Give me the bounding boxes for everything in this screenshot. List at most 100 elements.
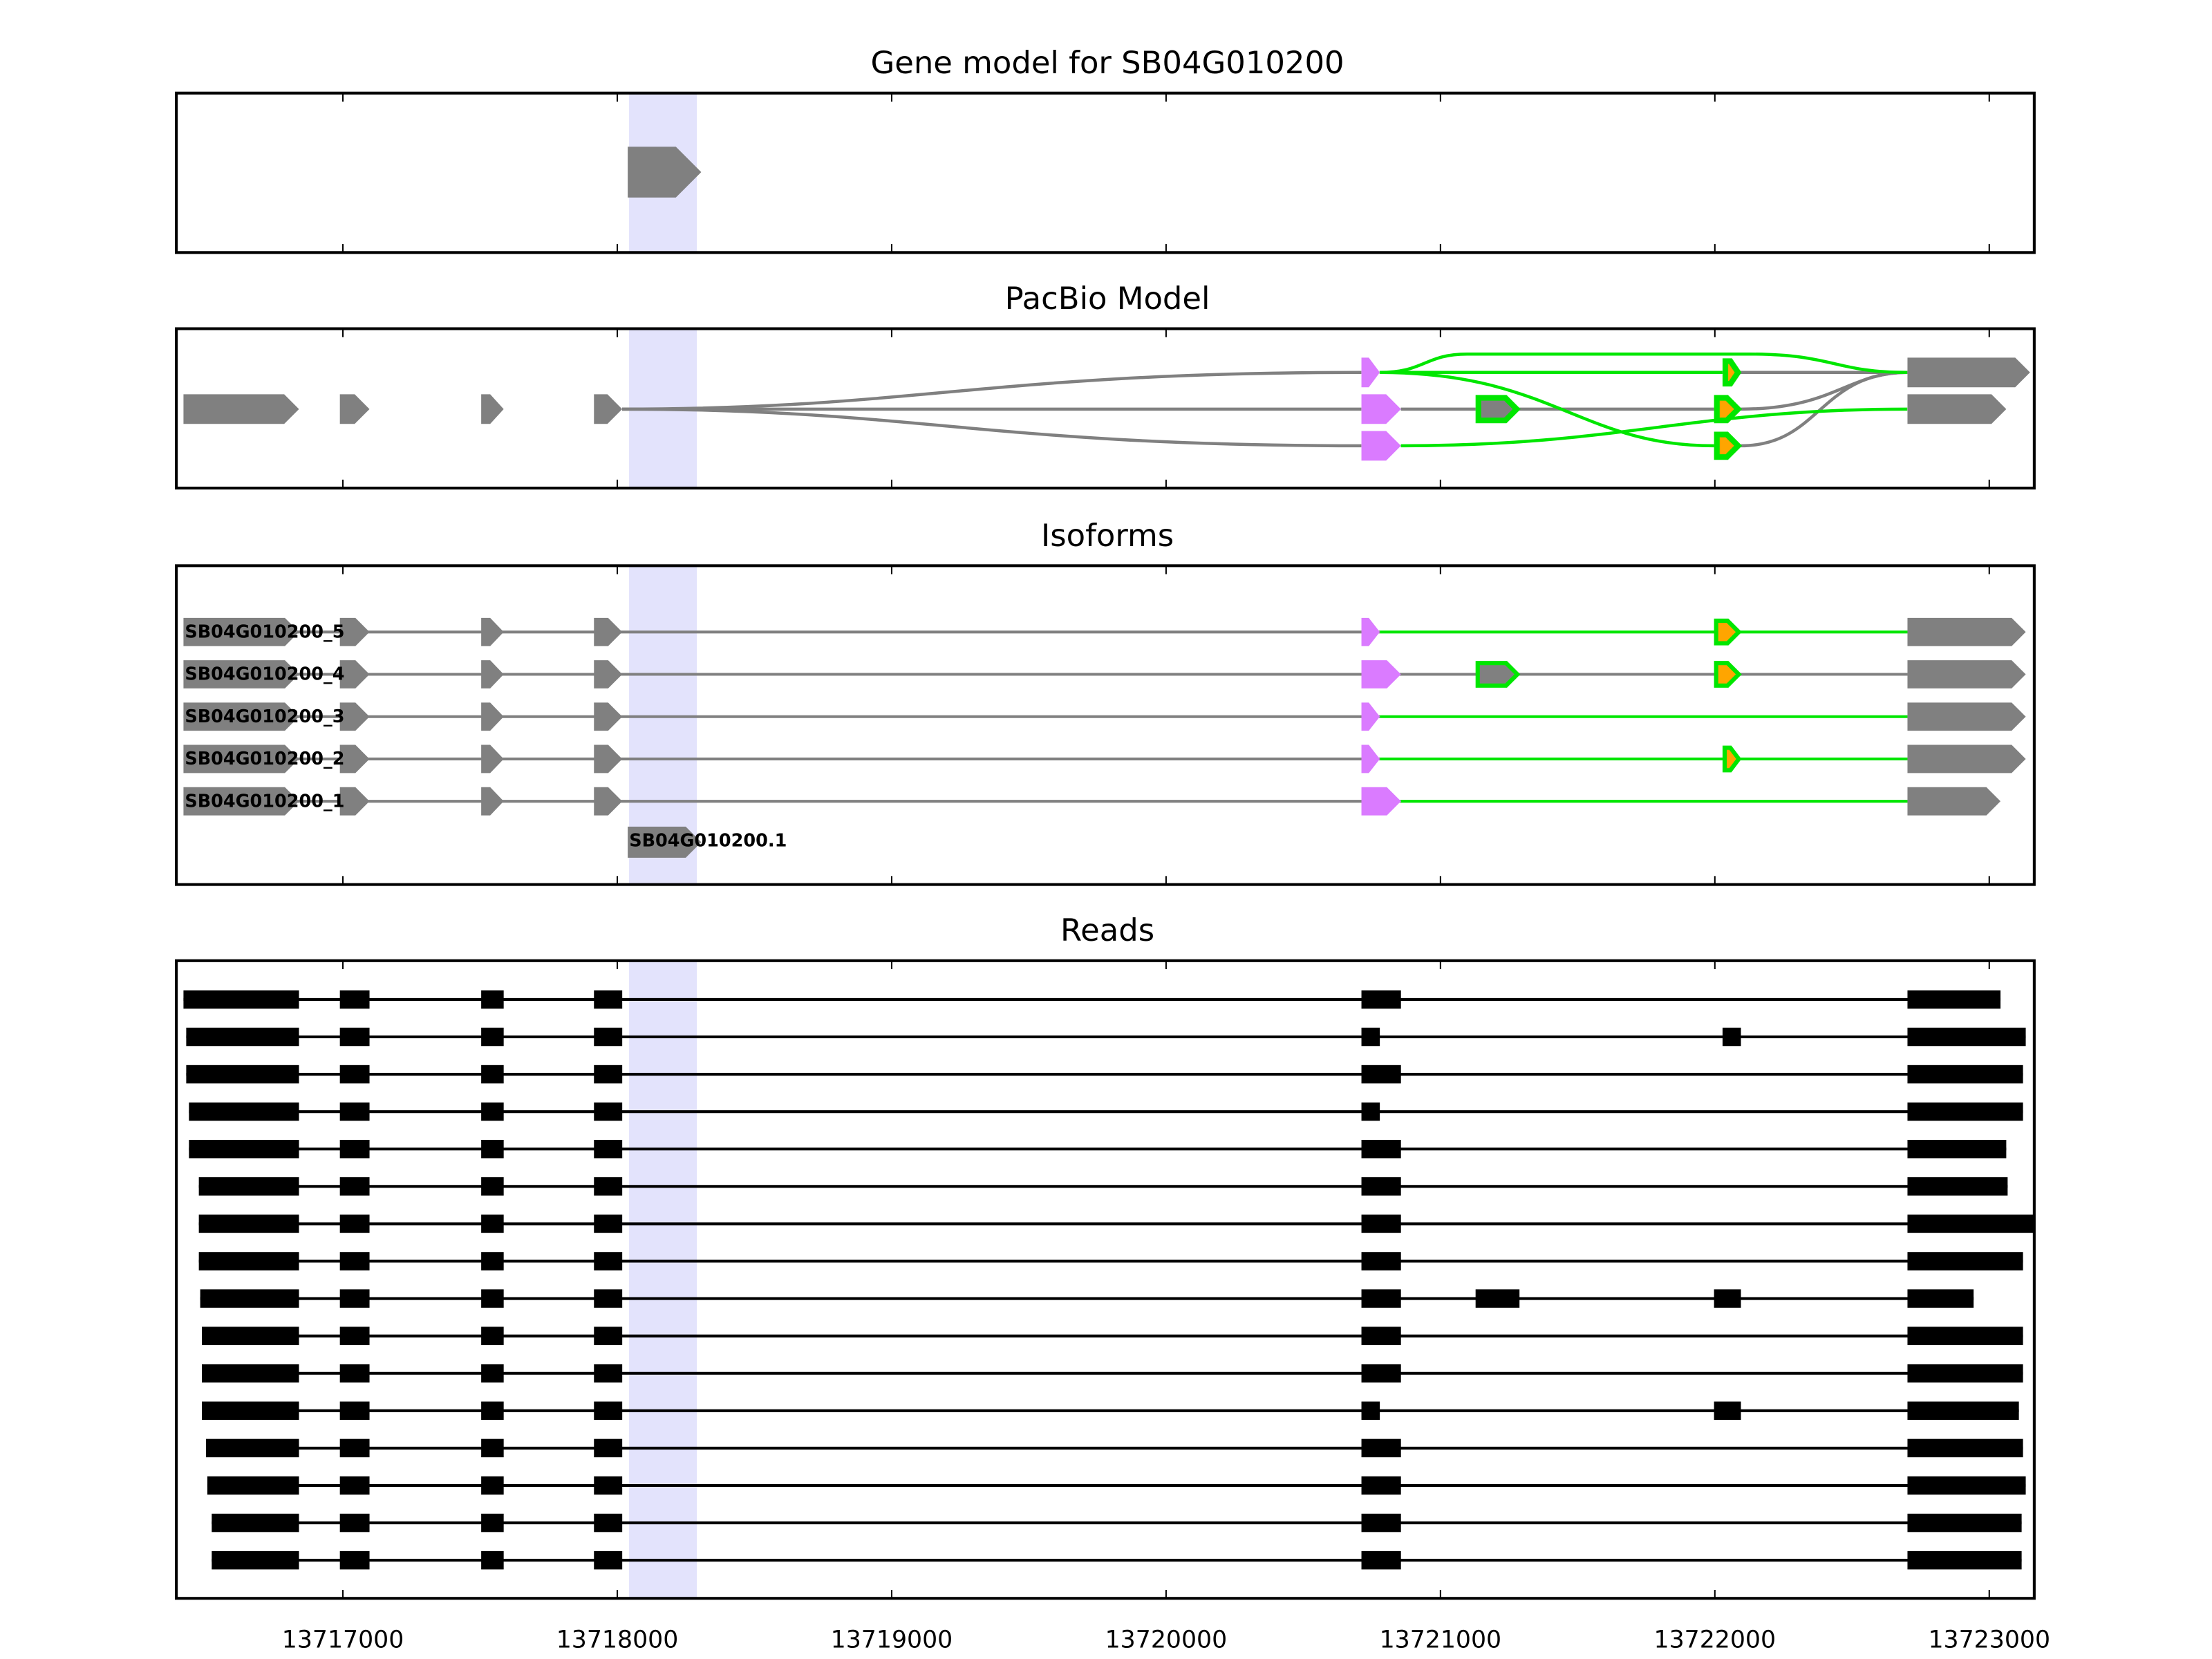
read-exon	[594, 1476, 623, 1495]
read-exon	[1475, 1289, 1520, 1308]
panel-frame	[175, 564, 2036, 886]
read-exon	[1907, 1289, 1974, 1308]
read-exon	[1722, 1027, 1741, 1047]
isoform-exon	[1361, 744, 1380, 774]
read-exon	[1361, 1513, 1401, 1533]
isoform-exon	[339, 660, 370, 688]
isoform-label: SB04G010200_3	[185, 706, 344, 727]
isoform-exon	[1722, 745, 1742, 773]
read-exon	[594, 1252, 623, 1271]
read-exon	[1907, 1102, 2023, 1121]
read-exon	[1907, 1139, 2007, 1159]
read-exon	[481, 1364, 504, 1382]
isoform-exon	[1361, 617, 1380, 646]
isoform-exon	[481, 660, 504, 688]
read-exon	[1907, 1438, 2023, 1458]
gene-model-label: SB04G010200.1	[629, 830, 787, 851]
read	[183, 990, 2001, 1009]
read-exon	[1907, 1177, 2008, 1196]
isoform-label: SB04G010200_1	[185, 791, 344, 812]
isoform-exon	[594, 787, 623, 816]
x-tick-label: 13718000	[556, 1627, 679, 1654]
read-exon	[339, 1550, 370, 1570]
pacbio-exon-node	[1361, 431, 1401, 461]
isoform-label: SB04G010200_4	[185, 664, 344, 685]
read-exon	[339, 1252, 370, 1271]
read-exon	[481, 990, 504, 1009]
read-exon	[1907, 1065, 2023, 1084]
read-exon	[186, 1027, 299, 1047]
read-exon	[1361, 1550, 1401, 1570]
x-tick-label: 13719000	[831, 1627, 953, 1654]
read-exon	[189, 1139, 299, 1159]
pacbio-exon-node	[1361, 394, 1401, 424]
read-exon	[594, 1065, 623, 1084]
read-exon	[189, 1102, 299, 1121]
read-exon	[198, 1177, 299, 1196]
pacbio-edge	[1741, 371, 1908, 411]
read-exon	[594, 990, 623, 1009]
read	[202, 1401, 2019, 1421]
isoform-exon	[1361, 660, 1401, 688]
panel-frames	[175, 91, 2036, 1600]
x-tick-label: 13720000	[1105, 1627, 1228, 1654]
isoform-exon	[183, 744, 299, 774]
pacbio-exon-node	[1361, 357, 1380, 388]
pacbio-edge	[1379, 353, 1908, 375]
panel-frame	[175, 91, 2036, 254]
gene-model-exon	[628, 147, 702, 198]
read-exon	[339, 1177, 370, 1196]
read-exon	[1907, 1252, 2023, 1271]
pacbio-exon-node	[1722, 358, 1742, 387]
read-exon	[339, 990, 370, 1009]
x-tick-label: 13723000	[1928, 1627, 2050, 1654]
read-exon	[1361, 1476, 1401, 1495]
read-exon	[339, 1476, 370, 1495]
panel-frame	[175, 959, 2036, 1600]
read-exon	[205, 1438, 299, 1458]
read-exon	[339, 1139, 370, 1159]
read-exon	[594, 1027, 623, 1047]
pacbio-exon-node	[481, 394, 504, 424]
pacbio-exon-node	[594, 394, 623, 424]
read-exon	[200, 1289, 299, 1308]
isoform-track: SB04G010200_5	[183, 617, 2026, 646]
pacbio-exon-node	[1907, 357, 2030, 388]
read-exon	[339, 1401, 370, 1421]
isoform-label: SB04G010200_5	[185, 621, 344, 642]
isoform-label: SB04G010200_2	[185, 749, 344, 769]
isoform-exon	[1907, 787, 2001, 816]
isoform-exon	[1907, 660, 2026, 688]
read-exon	[594, 1102, 623, 1121]
read-exon	[1361, 1065, 1401, 1084]
read-exon	[1907, 1401, 2019, 1421]
read-exon	[1361, 1177, 1401, 1196]
read	[198, 1177, 2008, 1196]
read-exon	[212, 1513, 299, 1533]
pacbio-title: PacBio Model	[1005, 280, 1210, 317]
highlight-region	[629, 960, 697, 1599]
isoform-exon	[1361, 787, 1401, 816]
pacbio-exon-node	[183, 394, 299, 424]
read-exon	[198, 1215, 299, 1233]
read-exon	[1361, 1327, 1401, 1345]
read-exon	[339, 1327, 370, 1345]
isoform-exon	[183, 617, 299, 646]
isoform-track: SB04G010200_1	[183, 787, 2001, 816]
read-exon	[481, 1401, 504, 1421]
read	[212, 1550, 2022, 1570]
read-exon	[1361, 1252, 1401, 1271]
isoform-exon	[183, 787, 299, 816]
read-exon	[1361, 1289, 1401, 1308]
read-exon	[594, 1401, 623, 1421]
read-exon	[339, 1027, 370, 1047]
isoform-exon	[339, 617, 370, 646]
read-exon	[594, 1438, 623, 1458]
read-exon	[1361, 1364, 1401, 1382]
isoforms-title: Isoforms	[1041, 517, 1174, 554]
read	[198, 1215, 2034, 1233]
read-exon	[1714, 1289, 1741, 1308]
read	[189, 1139, 2007, 1159]
x-tick-label: 13717000	[282, 1627, 404, 1654]
